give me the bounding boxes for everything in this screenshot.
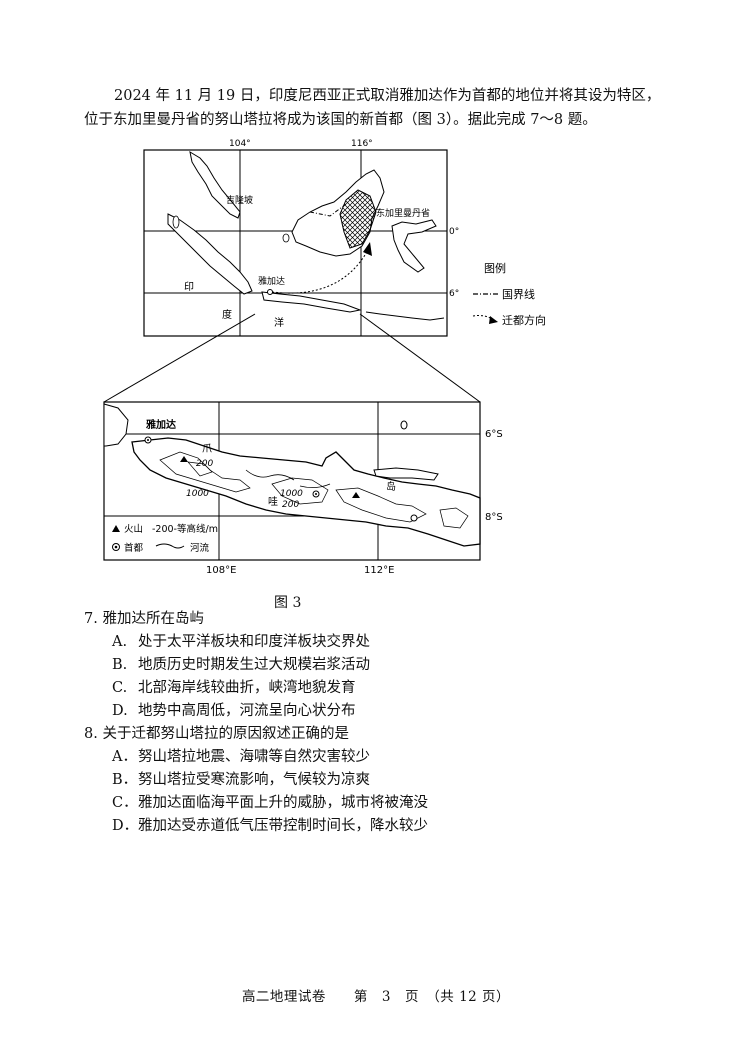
java-legend-river: 河流 [190, 542, 210, 554]
label-ocean-2: 度 [222, 308, 232, 321]
legend-relocation-label: 迁都方向 [502, 313, 546, 327]
contour-label-4: 200 [282, 500, 299, 510]
question-8-number: 8. [84, 726, 98, 742]
zoom-line-left [103, 313, 256, 403]
intro-line-2: 位于东加里曼丹省的努山塔拉将成为该国的新首都（图 3）。据此完成 7～8 题。 [84, 112, 597, 128]
relocation-arrow [271, 249, 369, 294]
java-char-3: 岛 [386, 480, 396, 493]
national-border [309, 203, 347, 217]
java-legend-contour: -200-等高线/m [152, 523, 218, 535]
question-8-option-b[interactable]: B．努山塔拉受寒流影响，气候较为凉爽 [112, 772, 370, 788]
question-8-stem: 8. 关于迁都努山塔拉的原因叙述正确的是 [84, 723, 428, 746]
legend-arrow-icon [489, 316, 498, 324]
label-kuala-lumpur: 吉隆坡 [226, 194, 253, 206]
volcano-icon [112, 525, 120, 532]
sumatra [167, 213, 253, 295]
river-icon [155, 543, 185, 549]
lon-label-104: 104° [229, 139, 251, 149]
lesser-sunda-islands [365, 311, 445, 321]
question-7-option-c[interactable]: C.北部海岸线较曲折，峡湾地貌发育 [112, 680, 356, 696]
java-lon-108e: 108°E [206, 565, 236, 576]
contour-label-1: 200 [196, 459, 213, 469]
java-lat-8s: 8°S [485, 512, 503, 523]
top-map-legend: 图例 国界线 迁都方向 [472, 261, 546, 327]
lat-label-0: 0° [449, 227, 459, 237]
indonesia-map: 104° 116° 0° 6° 吉隆坡 东加里曼丹省 雅 [143, 139, 459, 337]
question-7-number: 7. [84, 611, 98, 627]
relocation-arrowhead [363, 242, 372, 256]
contour-label-2: 1000 [186, 489, 209, 499]
label-east-kalimantan: 东加里曼丹省 [376, 207, 430, 219]
java-small [261, 291, 362, 313]
question-7-option-d[interactable]: D.地势中高周低，河流呈向心状分布 [112, 703, 356, 719]
question-8-option-d[interactable]: D．雅加达受赤道低气压带控制时间长，降水较少 [112, 818, 428, 834]
malay-peninsula [189, 150, 241, 219]
lat-label-6: 6° [449, 289, 459, 299]
question-8-text: 关于迁都努山塔拉的原因叙述正确的是 [102, 726, 349, 742]
java-lon-112e: 112°E [364, 565, 394, 576]
figure-caption: 图 3 [274, 595, 302, 611]
zoom-line-right [359, 313, 481, 403]
figure-3-maps: 104° 116° 0° 6° 吉隆坡 东加里曼丹省 雅 [103, 139, 546, 576]
java-lat-6s: 6°S [485, 429, 503, 440]
legend-title: 图例 [484, 261, 506, 275]
sulawesi [391, 219, 437, 273]
java-char-1: 爪 [202, 444, 212, 455]
lon-label-116: 116° [351, 139, 373, 149]
question-7-text: 雅加达所在岛屿 [102, 611, 204, 627]
question-7: 7. 雅加达所在岛屿 A.处于太平洋板块和印度洋板块交界处 B.地质历史时期发生… [84, 608, 370, 723]
question-7-option-a[interactable]: A.处于太平洋板块和印度洋板块交界处 [112, 634, 370, 650]
label-ocean-3: 洋 [274, 316, 284, 329]
java-char-2: 哇 [268, 495, 278, 508]
label-jakarta-top: 雅加达 [258, 275, 285, 287]
java-legend-capital: 首都 [124, 542, 144, 554]
label-ocean-1: 印 [184, 281, 194, 293]
east-kalimantan-region [339, 189, 377, 249]
java-legend-volcano: 火山 [124, 524, 143, 535]
question-8-option-c[interactable]: C．雅加达面临海平面上升的威胁，城市将被淹没 [112, 795, 428, 811]
question-7-option-b[interactable]: B.地质历史时期发生过大规模岩浆活动 [112, 657, 370, 673]
question-8-option-a[interactable]: A．努山塔拉地震、海啸等自然灾害较少 [112, 749, 370, 765]
intro-paragraph: 2024 年 11 月 19 日，印度尼西亚正式取消雅加达作为首都的地位并将其设… [84, 84, 684, 132]
jakarta-marker [267, 289, 273, 295]
legend-border-label: 国界线 [502, 287, 535, 301]
question-8: 8. 关于迁都努山塔拉的原因叙述正确的是 A．努山塔拉地震、海啸等自然灾害较少 … [84, 723, 428, 838]
question-7-stem: 7. 雅加达所在岛屿 [84, 608, 370, 631]
java-map: 6°S 8°S 108°E 112°E 雅加达 爪 哇 岛 200 100 [103, 401, 503, 576]
intro-line-1: 2024 年 11 月 19 日，印度尼西亚正式取消雅加达作为首都的地位并将其设… [114, 88, 661, 104]
page-footer: 高二地理试卷 第 3 页 （共 12 页） [241, 989, 511, 1005]
java-label-jakarta: 雅加达 [146, 418, 176, 431]
contour-label-3: 1000 [280, 489, 303, 499]
